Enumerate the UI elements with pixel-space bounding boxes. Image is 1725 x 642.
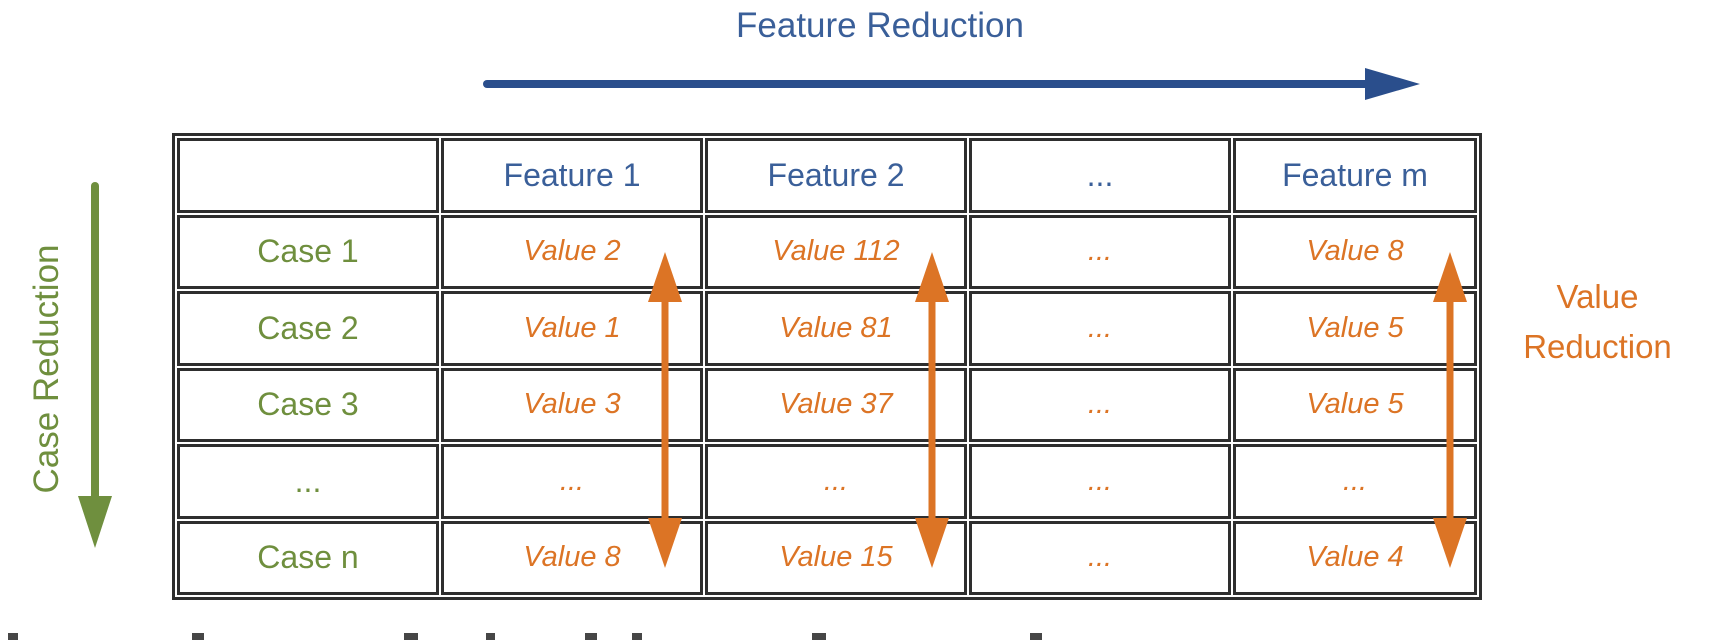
- table-row: Case 1 Value 2 Value 112 ... Value 8: [177, 214, 1477, 289]
- value-cell: ...: [1233, 444, 1477, 519]
- data-table: Feature 1 Feature 2 ... Feature m Case 1…: [172, 133, 1482, 600]
- case-cell: Case 1: [177, 214, 439, 289]
- table-row: Case 3 Value 3 Value 37 ... Value 5: [177, 367, 1477, 442]
- value-reduction-arrow-feature-m: [1433, 252, 1467, 568]
- value-reduction-label-line1: Value: [1556, 278, 1639, 315]
- value-reduction-label-line2: Reduction: [1523, 327, 1672, 365]
- case-cell: Case n: [177, 520, 439, 595]
- case-reduction-label: Case Reduction: [27, 244, 66, 494]
- table-row: ... ... ... ... ...: [177, 444, 1477, 519]
- value-cell: Value 4: [1233, 520, 1477, 595]
- feature-reduction-arrow: [483, 68, 1420, 100]
- value-cell: ...: [969, 444, 1231, 519]
- value-reduction-arrow-feature-1: [648, 252, 682, 568]
- value-cell: Value 8: [1233, 214, 1477, 289]
- value-cell: ...: [705, 444, 967, 519]
- header-cell-ellipsis: ...: [969, 138, 1231, 213]
- table-row: Case 2 Value 1 Value 81 ... Value 5: [177, 291, 1477, 366]
- case-cell: Case 3: [177, 367, 439, 442]
- value-cell: ...: [969, 214, 1231, 289]
- table-row: Case n Value 8 Value 15 ... Value 4: [177, 520, 1477, 595]
- value-cell: Value 5: [1233, 291, 1477, 366]
- header-cell-feature-m: Feature m: [1233, 138, 1477, 213]
- value-reduction-arrow-feature-2: [915, 252, 949, 568]
- value-cell: Value 15: [705, 520, 967, 595]
- value-cell: Value 112: [705, 214, 967, 289]
- case-cell: Case 2: [177, 291, 439, 366]
- header-row: Feature 1 Feature 2 ... Feature m: [177, 138, 1477, 213]
- feature-reduction-label: Feature Reduction: [736, 6, 1024, 45]
- value-cell: Value 3: [441, 367, 703, 442]
- header-cell-feature-1: Feature 1: [441, 138, 703, 213]
- value-cell: Value 81: [705, 291, 967, 366]
- value-reduction-label: Value Reduction: [1480, 272, 1715, 371]
- case-reduction-arrow: [78, 182, 112, 548]
- value-cell: ...: [969, 367, 1231, 442]
- value-cell: Value 5: [1233, 367, 1477, 442]
- value-cell: Value 2: [441, 214, 703, 289]
- value-cell: ...: [969, 291, 1231, 366]
- case-cell: ...: [177, 444, 439, 519]
- header-cell-empty: [177, 138, 439, 213]
- value-cell: Value 1: [441, 291, 703, 366]
- value-cell: Value 37: [705, 367, 967, 442]
- header-cell-feature-2: Feature 2: [705, 138, 967, 213]
- value-cell: Value 8: [441, 520, 703, 595]
- value-cell: ...: [969, 520, 1231, 595]
- value-cell: ...: [441, 444, 703, 519]
